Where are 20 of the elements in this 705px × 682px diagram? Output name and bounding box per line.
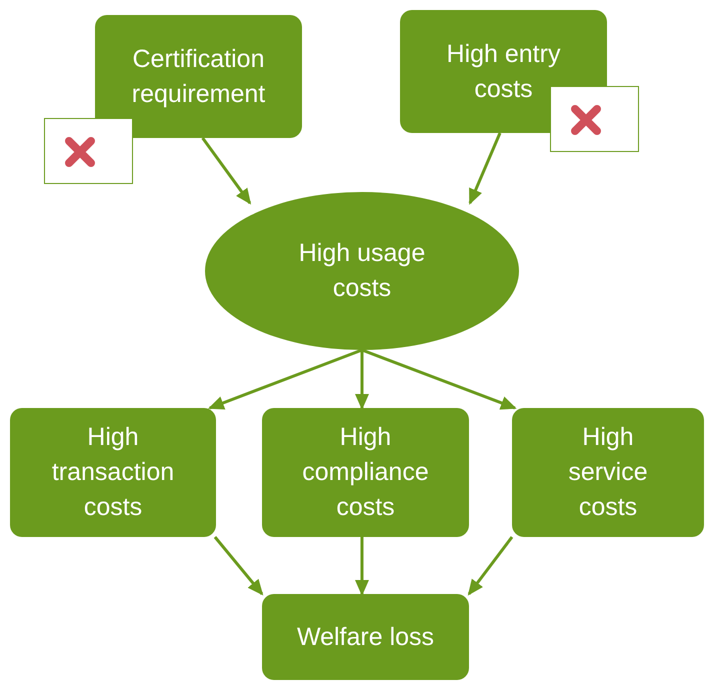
process-box: [262, 594, 469, 680]
arrow: [354, 350, 369, 410]
node-label: Welfare loss: [296, 622, 434, 652]
node-label: Certification requirement: [130, 44, 266, 110]
node-label: High entry costs: [446, 38, 562, 104]
arrow: [468, 132, 502, 205]
arrow: [208, 348, 363, 410]
process-box: [10, 408, 216, 537]
arrow: [354, 537, 369, 596]
node-label: High usage costs: [298, 238, 426, 304]
process-box: [262, 408, 469, 537]
arrow: [468, 536, 514, 596]
node-label: High service costs: [567, 422, 649, 523]
process-box: [95, 15, 302, 138]
arrow: [214, 536, 264, 596]
process-box: [512, 408, 704, 537]
arrow: [361, 348, 517, 410]
node-label: High compliance costs: [301, 422, 430, 523]
node-label: High transaction costs: [50, 422, 176, 523]
arrow: [201, 137, 252, 205]
